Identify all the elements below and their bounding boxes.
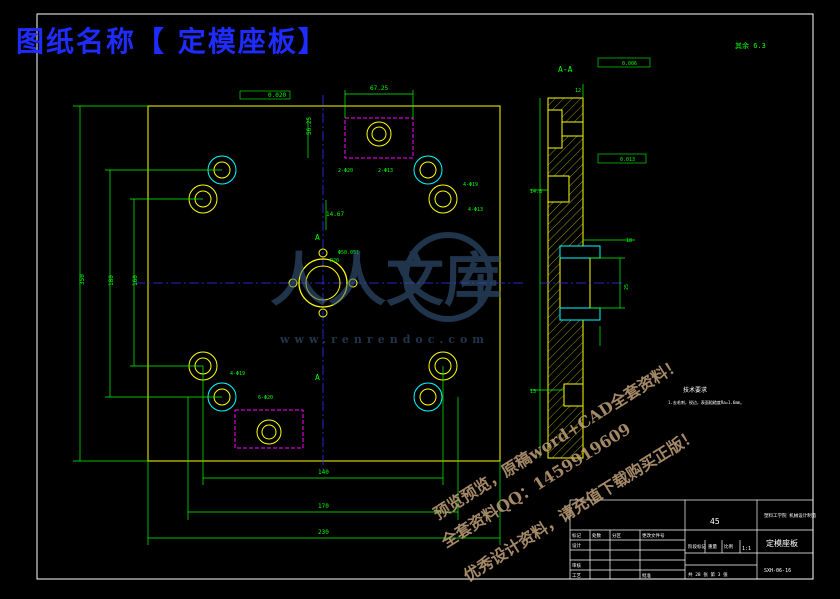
tech-req-title: 技术要求 bbox=[683, 386, 707, 394]
label-center-hole: Φ50.051 bbox=[338, 250, 359, 256]
dim-screw-x: 140 bbox=[318, 469, 329, 476]
center-bore-inner bbox=[305, 265, 341, 301]
label-hole-f: 6-Φ20 bbox=[258, 395, 273, 401]
section-bolt-bottom bbox=[559, 307, 601, 321]
dim-side-14-8: 14.8 bbox=[530, 189, 542, 195]
watermark-logo: 人人文库 www.renrendoc.com bbox=[270, 232, 502, 346]
dim-pocket-width: 67.25 bbox=[370, 85, 388, 92]
bottom-pocket bbox=[234, 409, 304, 449]
watermark-url: www.renrendoc.com bbox=[279, 333, 489, 346]
bottom-pocket-hole bbox=[256, 419, 282, 445]
dim-side-13: 13 bbox=[530, 389, 536, 395]
title-stage-mark: 阶段标记 bbox=[688, 543, 706, 550]
dim-side-18: 18 bbox=[626, 238, 632, 244]
title-scale: 1:1 bbox=[742, 546, 751, 552]
title-weight: 重量 bbox=[708, 543, 717, 550]
title-school: 塑料工学院 机械设计制造 bbox=[764, 512, 817, 519]
section-mark-bottom: A bbox=[315, 373, 320, 382]
dim-guide-spacing: 180 bbox=[108, 275, 115, 286]
top-pocket-hole bbox=[366, 121, 392, 147]
dim-screw-spacing: 160 bbox=[132, 275, 139, 286]
watermark-logo-text: 人人文库 bbox=[270, 246, 502, 314]
title-row-count: 处数 bbox=[592, 532, 601, 539]
drawing-title: 图纸名称【 定模座板】 bbox=[16, 25, 328, 58]
center-bore-outer bbox=[298, 258, 348, 308]
title-row-docno: 更改文件号 bbox=[642, 532, 665, 539]
bottom-pocket-hole-inner bbox=[261, 424, 277, 440]
title-approve: 批准 bbox=[642, 572, 651, 579]
section-title: A-A bbox=[558, 65, 573, 74]
title-block bbox=[569, 499, 814, 580]
dim-side-25: 25 bbox=[624, 284, 630, 290]
section-dimensions bbox=[530, 84, 635, 458]
title-design: 设计 bbox=[572, 542, 581, 549]
title-check: 审核 bbox=[572, 562, 581, 569]
title-drawing-no: SXH-06-16 bbox=[764, 568, 791, 574]
section-counterbore-bottom bbox=[563, 383, 584, 407]
dim-pocket-offset: 56.25 bbox=[306, 117, 313, 135]
label-hole-d: 4-Φ13 bbox=[468, 207, 483, 213]
title-ratio: 比例 bbox=[724, 543, 733, 550]
dim-center-offset: 14.67 bbox=[326, 211, 344, 218]
tol-side-mid: 0.013 bbox=[620, 157, 635, 163]
drawing-border bbox=[36, 13, 814, 580]
front-dimensions bbox=[73, 90, 501, 545]
title-row-zone: 分区 bbox=[612, 532, 621, 539]
label-hole-b: 2-Φ13 bbox=[378, 168, 393, 174]
label-hole-a: 2-Φ20 bbox=[338, 168, 353, 174]
dim-guide-x: 170 bbox=[318, 503, 329, 510]
roughness-note: 其余 6.3 bbox=[735, 41, 766, 50]
dim-plate-height: 350 bbox=[79, 274, 86, 285]
top-pocket-hole-inner bbox=[371, 126, 387, 142]
label-center-radius: R20 bbox=[330, 258, 339, 264]
tech-req-text: 1.去毛刺，锐边，表面粗糙度Ra=1.6mm。 bbox=[668, 399, 744, 405]
tol-frame-top bbox=[239, 90, 291, 100]
dim-plate-width: 230 bbox=[318, 529, 329, 536]
section-counterbore-mid bbox=[547, 175, 570, 203]
plate-outline bbox=[147, 105, 501, 462]
label-hole-e: 4-Φ19 bbox=[230, 371, 245, 377]
title-material: 45 bbox=[710, 517, 720, 526]
title-craft: 工艺 bbox=[572, 573, 581, 579]
tol-flatness: 0.020 bbox=[268, 92, 286, 99]
title-part-name: 定模座板 bbox=[766, 538, 798, 548]
label-hole-c: 4-Φ19 bbox=[463, 182, 478, 188]
section-bolt-top bbox=[559, 245, 601, 259]
tol-frame-side-mid bbox=[597, 153, 647, 164]
title-row-mark: 标记 bbox=[572, 532, 581, 539]
section-mark-top: A bbox=[315, 233, 320, 242]
front-view: 350 180 160 230 170 140 67.25 56.25 14.6… bbox=[73, 85, 525, 545]
tol-side-top: 0.006 bbox=[622, 61, 637, 67]
top-pocket bbox=[344, 117, 414, 159]
locating-screws bbox=[288, 248, 358, 318]
tol-frame-side-top bbox=[597, 57, 651, 68]
section-view: A-A 0.006 0.013 14 bbox=[530, 41, 766, 459]
title-sheet: 共 28 张 第 3 张 bbox=[688, 571, 728, 578]
section-slot-top bbox=[561, 121, 584, 137]
section-counterbore-top bbox=[547, 109, 563, 149]
dim-side-12: 12 bbox=[575, 88, 581, 94]
